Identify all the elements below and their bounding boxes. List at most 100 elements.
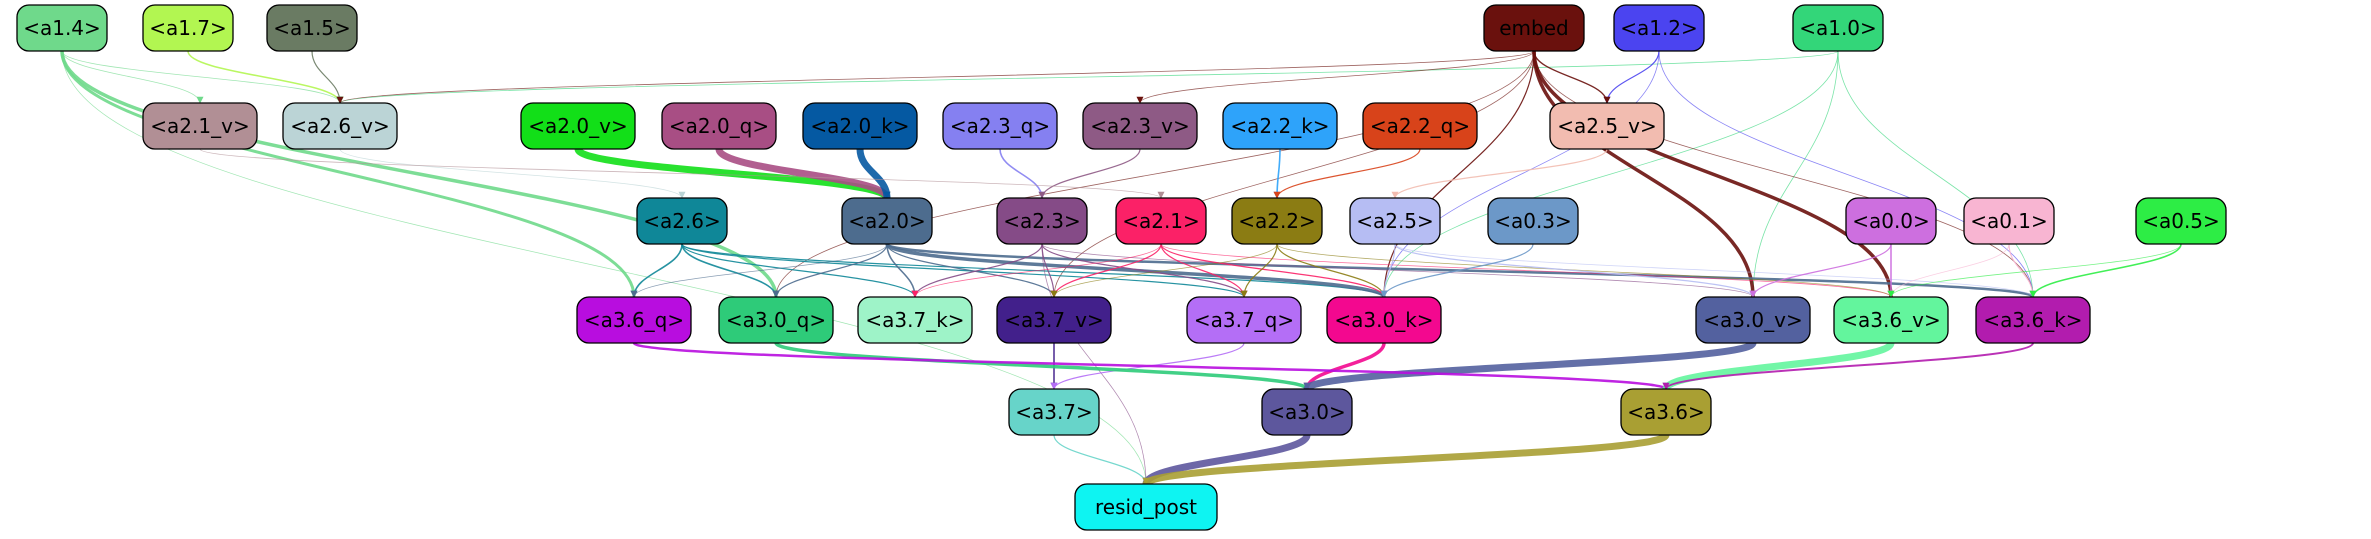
edge-a2-5-to-a3-0-v [1394, 243, 1757, 298]
node-label: <a3.6_q> [584, 308, 684, 332]
node-a2-3-v[interactable]: <a2.3_v> [1082, 102, 1198, 150]
edge-a1-0-to-a3-0-k [1380, 50, 1839, 298]
edge-a3-0-v-to-a3-0 [1303, 339, 1757, 393]
node-label: <a2.0_k> [810, 114, 909, 138]
node-box [636, 197, 728, 245]
node-a3-0-v[interactable]: <a3.0_v> [1695, 296, 1811, 344]
edge-a1-2-to-a3-0-k [1380, 50, 1660, 298]
node-label: <a3.7_k> [865, 308, 964, 332]
edge-a2-6-to-a3-7-q [681, 243, 1248, 298]
node-label: <a2.1_v> [150, 114, 249, 138]
edge-a0-3-to-a3-0-k [1380, 243, 1534, 298]
node-label: <a3.7_q> [1194, 308, 1294, 332]
node-label: <a2.0_q> [669, 114, 769, 138]
edge-embed-to-a2-5-v [1533, 50, 1611, 104]
edge-a2-0-to-a3-0-k [885, 242, 1388, 299]
edge-a3-6-q-to-a3-6 [632, 341, 1670, 391]
node-a1-7[interactable]: <a1.7> [142, 4, 234, 52]
node-label: resid_post [1095, 495, 1197, 519]
node-label: <a1.2> [1620, 16, 1698, 40]
edge-a2-3-to-a3-7-k [911, 243, 1043, 298]
node-a2-1[interactable]: <a2.1> [1115, 197, 1207, 245]
edge-a3-0-q-to-a3-0 [774, 341, 1311, 391]
edge-a2-1-to-a3-7-q [1160, 243, 1248, 298]
edge-a2-0-to-a3-6-q [630, 243, 888, 298]
node-box [1483, 4, 1585, 52]
node-box [1487, 197, 1579, 245]
node-a3-0-q[interactable]: <a3.0_q> [718, 296, 834, 344]
node-a1-4[interactable]: <a1.4> [16, 4, 108, 52]
edge-embed-to-a3-0-q [772, 50, 1535, 298]
edge-a2-3-v-to-a2-3 [1038, 148, 1141, 199]
node-a3-7-k[interactable]: <a3.7_k> [857, 296, 973, 344]
node-a0-3[interactable]: <a0.3> [1487, 197, 1579, 245]
node-a2-5-v[interactable]: <a2.5_v> [1549, 102, 1665, 150]
node-label: <a3.7_v> [1004, 308, 1103, 332]
node-label: <a3.0_q> [726, 308, 826, 332]
node-a2-0-q[interactable]: <a2.0_q> [661, 102, 777, 150]
node-a3-6-v[interactable]: <a3.6_v> [1833, 296, 1949, 344]
edge-a1-2-to-a2-5-v [1603, 50, 1660, 104]
node-a2-2-q[interactable]: <a2.2_q> [1362, 102, 1478, 150]
node-a0-0[interactable]: <a0.0> [1845, 197, 1937, 245]
node-a3-6-q[interactable]: <a3.6_q> [576, 296, 692, 344]
node-a2-0-v[interactable]: <a2.0_v> [520, 102, 636, 150]
node-a2-2[interactable]: <a2.2> [1231, 197, 1323, 245]
node-label: <a2.2_q> [1370, 114, 1470, 138]
node-a3-7[interactable]: <a3.7> [1008, 388, 1100, 436]
node-box [857, 296, 973, 344]
node-a2-0-k[interactable]: <a2.0_k> [802, 102, 918, 150]
node-box [1222, 102, 1338, 150]
node-a2-3-q[interactable]: <a2.3_q> [942, 102, 1058, 150]
node-a3-6[interactable]: <a3.6> [1620, 388, 1712, 436]
node-a3-7-q[interactable]: <a3.7_q> [1186, 296, 1302, 344]
node-label: <a3.0> [1268, 400, 1346, 424]
edge-a3-6-to-resid-post [1142, 431, 1670, 488]
node-a2-3[interactable]: <a2.3> [996, 197, 1088, 245]
edge-a1-2-to-a3-6-k [1658, 50, 2037, 298]
node-box [1613, 4, 1705, 52]
edge-a0-0-to-a3-0-v [1749, 243, 1892, 298]
node-a1-5[interactable]: <a1.5> [266, 4, 358, 52]
node-embed[interactable]: embed [1483, 4, 1585, 52]
node-a0-5[interactable]: <a0.5> [2135, 197, 2227, 245]
edge-a0-5-to-a3-6-k [2029, 243, 2182, 298]
node-resid-post[interactable]: resid_post [1074, 483, 1218, 531]
node-a2-2-k[interactable]: <a2.2_k> [1222, 102, 1338, 150]
node-box [282, 102, 398, 150]
node-a0-1[interactable]: <a0.1> [1963, 197, 2055, 245]
node-a3-0[interactable]: <a3.0> [1261, 388, 1353, 436]
node-label: <a1.7> [149, 16, 227, 40]
node-label: embed [1499, 16, 1568, 40]
node-label: <a2.0_v> [528, 114, 627, 138]
node-a3-0-k[interactable]: <a3.0_k> [1326, 296, 1442, 344]
node-a2-0[interactable]: <a2.0> [841, 197, 933, 245]
node-a3-6-k[interactable]: <a3.6_k> [1975, 296, 2091, 344]
node-a1-0[interactable]: <a1.0> [1792, 4, 1884, 52]
edge-embed-to-a3-0-k [1380, 50, 1535, 298]
edge-embed-to-a2-3-v [1136, 50, 1535, 104]
edge-a1-4-to-a2-6-v [61, 50, 344, 104]
node-box [1620, 388, 1712, 436]
node-box [1792, 4, 1884, 52]
node-a1-2[interactable]: <a1.2> [1613, 4, 1705, 52]
node-a2-6[interactable]: <a2.6> [636, 197, 728, 245]
node-label: <a2.1> [1122, 209, 1200, 233]
node-a2-1-v[interactable]: <a2.1_v> [142, 102, 258, 150]
node-label: <a0.3> [1494, 209, 1572, 233]
node-box [802, 102, 918, 150]
node-box [1082, 102, 1198, 150]
node-a2-5[interactable]: <a2.5> [1349, 197, 1441, 245]
node-label: <a2.2_k> [1230, 114, 1329, 138]
node-box [942, 102, 1058, 150]
edge-a2-6-to-a3-6-q [630, 243, 683, 298]
node-box [1115, 197, 1207, 245]
edge-a2-2-to-a3-0-k [1276, 243, 1388, 298]
edge-a3-6-k-to-a3-6 [1662, 342, 2034, 390]
node-label: <a3.7> [1015, 400, 1093, 424]
node-box [1695, 296, 1811, 344]
node-a3-7-v[interactable]: <a3.7_v> [996, 296, 1112, 344]
node-box [142, 4, 234, 52]
node-a2-6-v[interactable]: <a2.6_v> [282, 102, 398, 150]
edge-a1-5-to-a2-6-v [311, 50, 344, 104]
